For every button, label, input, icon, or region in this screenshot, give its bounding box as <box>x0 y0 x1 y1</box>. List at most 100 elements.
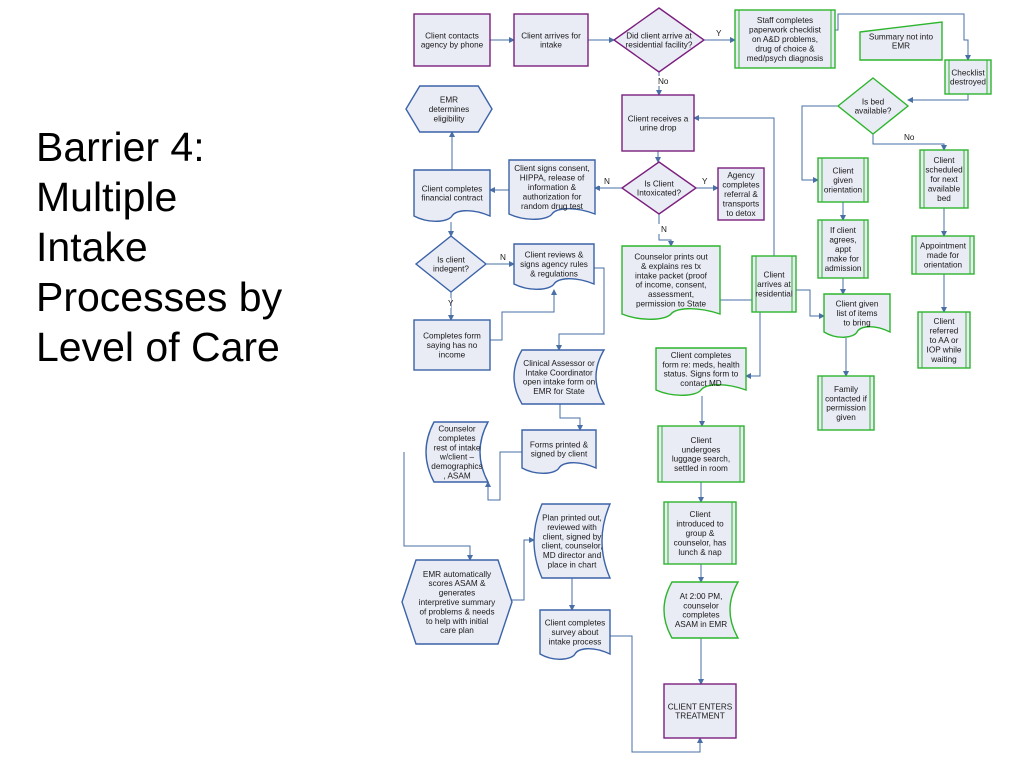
node-shape <box>612 7 706 73</box>
node-text-line: Completes form <box>423 332 481 341</box>
connector-arrow <box>872 134 947 151</box>
node-text-line: Counselor <box>438 425 476 434</box>
node-text-line: eligibility <box>434 114 466 123</box>
node-text-line: Client completes <box>671 351 732 360</box>
node-text-line: HIPPA, release of <box>520 174 585 183</box>
edge-label-indigent-no: N <box>500 253 506 262</box>
node-text-line: EMR for State <box>533 387 585 396</box>
edge-label-arrive-yes: Y <box>716 29 722 38</box>
node-text-line: Client given <box>836 300 879 309</box>
connector-arrow <box>907 94 969 103</box>
connector-arrow <box>610 635 703 753</box>
node-text-line: drug of choice & <box>755 44 815 53</box>
edge-label-bg <box>599 176 607 186</box>
node-text-line: form re: meds, health <box>662 360 740 369</box>
node-text-line: Counselor prints out <box>634 253 708 262</box>
node-text-line: status. Signs form to <box>664 370 739 379</box>
node-text-line: reviewed with <box>547 523 597 532</box>
node-shape <box>751 255 797 313</box>
node-text-line: If client <box>830 226 857 235</box>
node-text-line: permission <box>826 404 866 413</box>
connector-arrow <box>693 115 775 256</box>
node-shape <box>657 425 745 483</box>
node-text-line: intake <box>540 41 562 50</box>
node-text-line: luggage search, <box>672 455 730 464</box>
edge-label-intox-no-down: N <box>661 225 667 234</box>
node-text-line: ASAM in EMR <box>675 620 727 629</box>
node-text-line: to detox <box>726 209 755 218</box>
flow-node-signs-consent: Client signs consent,HIPPA, release ofin… <box>508 159 596 220</box>
node-text-line: EMR <box>892 42 910 51</box>
node-text-line: orientation <box>924 260 963 269</box>
node-text-line: med/psych diagnosis <box>747 54 823 63</box>
title-line: Level of Care <box>36 324 280 370</box>
node-text-line: scheduled <box>925 166 963 175</box>
node-text-line: given <box>833 176 853 185</box>
node-shape <box>663 501 737 565</box>
node-text-line: saying has no <box>427 341 478 350</box>
title-line: Barrier 4: <box>36 124 205 170</box>
edge-label-arrive-no: No <box>658 77 669 86</box>
node-text-line: generates <box>439 589 475 598</box>
node-text-line: settled in room <box>674 464 728 473</box>
node-shape <box>413 169 491 222</box>
edge-label-bed-no: No <box>904 133 915 142</box>
node-text-line: assessment, <box>648 290 694 299</box>
node-shape <box>425 421 490 483</box>
node-text-line: demographics <box>431 462 482 471</box>
connector-arrow <box>403 452 473 561</box>
node-text-line: Summary not into <box>869 32 934 41</box>
node-shape <box>663 683 737 739</box>
node-text-line: EMR <box>440 96 458 105</box>
node-text-line: waiting <box>930 355 957 364</box>
node-text-line: intake process <box>549 637 602 646</box>
node-text-line: place in chart <box>548 561 597 570</box>
node-shape <box>655 347 747 396</box>
node-text-line: care plan <box>440 626 474 635</box>
node-text-line: Client completes <box>422 184 483 193</box>
node-text-line: rest of intake <box>434 443 481 452</box>
edge-label-bg <box>711 28 719 38</box>
node-text-line: completes <box>722 181 759 190</box>
node-text-line: TREATMENT <box>675 712 724 721</box>
node-shape <box>919 149 969 209</box>
node-text-line: to AA or <box>930 336 959 345</box>
node-text-line: arrives at <box>757 280 791 289</box>
node-text-line: Client contacts <box>425 31 479 40</box>
node-shape <box>521 429 597 474</box>
edge-label-indigent-yes: Y <box>448 299 454 308</box>
node-text-line: Appointment <box>920 242 967 251</box>
node-shape <box>620 161 698 215</box>
node-shape <box>401 559 513 645</box>
node-text-line: group & <box>686 529 715 538</box>
node-text-line: w/client – <box>439 453 475 462</box>
connector-arrow <box>801 105 838 183</box>
node-text-line: client, counselor, <box>542 542 603 551</box>
node-shape <box>413 319 491 371</box>
node-text-line: residential facility? <box>626 41 693 50</box>
node-shape <box>823 293 891 338</box>
node-text-line: of problems & needs <box>419 607 494 616</box>
flowchart-connectors <box>403 13 971 753</box>
node-text-line: Clinical Assessor or <box>523 359 595 368</box>
node-text-line: introduced to <box>676 520 724 529</box>
title-line: Multiple <box>36 174 178 220</box>
node-text-line: completes <box>682 611 719 620</box>
